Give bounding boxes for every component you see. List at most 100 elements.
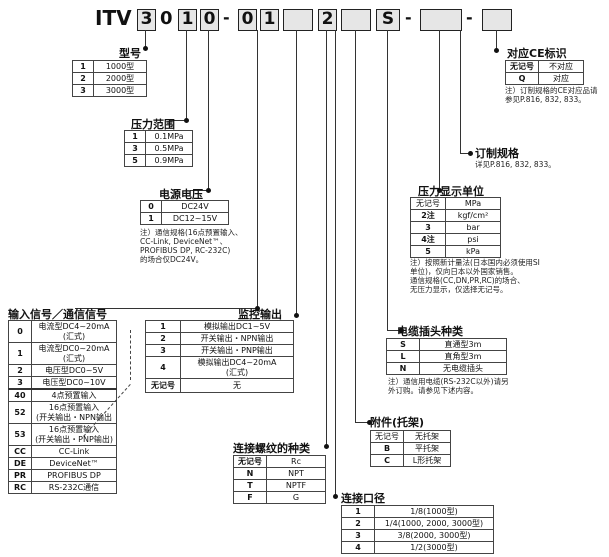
input-signal-code: 3 <box>8 376 32 390</box>
input-signal-value: 16点预置输入 (开关输出・NPN输出 <box>31 401 117 424</box>
thread-type-code: F <box>233 491 267 504</box>
input-signal-value: CC-Link <box>31 445 117 458</box>
type-model-code: 3 <box>72 84 94 97</box>
thread-type-code: N <box>233 467 267 480</box>
pressure-range-code: 1 <box>124 130 146 143</box>
type-model-value: 3000型 <box>93 84 147 97</box>
code-digit-thread: 2 <box>318 9 337 31</box>
pressure-range-value: 0.5MPa <box>145 142 193 155</box>
pressure-display-title: 压力显示单位 <box>418 185 484 198</box>
code-digit-input-2: 1 <box>260 9 279 31</box>
cable-value: 无电缆插头 <box>419 362 507 375</box>
port-size-code: 4 <box>341 541 375 554</box>
monitor-output-code: 3 <box>145 344 181 357</box>
code-blank-ce <box>482 9 512 31</box>
cable-title: 电缆插头种类 <box>397 325 463 338</box>
input-signal-value: 4点预置输入 <box>31 388 117 402</box>
input-signal-value: 16点预置输入 (开关输出・PNP输出) <box>31 423 117 446</box>
port-size-code: 2 <box>341 517 375 530</box>
pressure-range-value: 0.9MPa <box>145 154 193 167</box>
input-signal-code: 40 <box>8 388 32 402</box>
monitor-output-code: 1 <box>145 320 181 333</box>
accessory-value: L形托架 <box>403 454 451 467</box>
code-fixed-0: 0 <box>160 8 173 29</box>
accessory-code: B <box>370 442 404 455</box>
table-row: 无记号无托架 <box>370 430 451 443</box>
monitor-output-code: 无记号 <box>145 378 181 393</box>
type-model-code: 2 <box>72 72 94 85</box>
type-model-title: 型号 <box>119 47 141 60</box>
cable-value: 直角型3m <box>419 350 507 363</box>
input-signal-value: PROFIBUS DP <box>31 469 117 482</box>
thread-type-title: 连接螺纹的种类 <box>233 442 310 455</box>
input-signal-code: 53 <box>8 423 32 446</box>
code-blank-display <box>420 9 462 31</box>
ce-mark-value: 对应 <box>538 72 584 85</box>
monitor-output-value: 开关输出・NPN输出 <box>180 332 294 345</box>
order-spec-note: 详见P.816, 832, 833。 <box>475 160 556 169</box>
port-size-value: 1/4(1000, 2000, 3000型) <box>374 517 494 530</box>
accessory-code: 无记号 <box>370 430 404 443</box>
pressure-display-code: 2注 <box>410 209 446 222</box>
thread-type-value: Rc <box>266 455 326 468</box>
code-digit-cable: S <box>376 9 400 31</box>
pressure-display-code: 4注 <box>410 233 446 246</box>
table-row: 无记号不对应 <box>505 60 584 73</box>
code-digit-voltage: 0 <box>200 9 219 31</box>
pressure-range-code: 3 <box>124 142 146 155</box>
pressure-display-value: kgf/cm² <box>445 209 501 222</box>
power-voltage-code: 1 <box>140 212 162 225</box>
pressure-display-value: bar <box>445 221 501 234</box>
accessory-value: 无托架 <box>403 430 451 443</box>
monitor-output-value: 无 <box>180 378 294 393</box>
input-signal-title: 输入信号／通信信号 <box>8 308 107 321</box>
pressure-range-code: 5 <box>124 154 146 167</box>
code-dash-3: - <box>466 8 473 27</box>
type-model-value: 1000型 <box>93 60 147 73</box>
input-signal-value: 电压型DC0~5V <box>31 364 117 377</box>
monitor-output-value: 模拟输出DC1~5V <box>180 320 294 333</box>
thread-type-value: NPT <box>266 467 326 480</box>
power-voltage-value: DC12~15V <box>161 212 229 225</box>
cable-note: 注）通信用电缆(RS-232C以外)请另 外订购。请参见下述内容。 <box>388 377 509 395</box>
power-voltage-value: DC24V <box>161 200 229 213</box>
code-blank-accessory <box>341 9 371 31</box>
input-signal-code: PR <box>8 469 32 482</box>
pressure-display-code: 3 <box>410 221 446 234</box>
type-model-code: 1 <box>72 60 94 73</box>
monitor-output-code: 2 <box>145 332 181 345</box>
cable-value: 直通型3m <box>419 338 507 351</box>
thread-type-value: G <box>266 491 326 504</box>
pressure-display-note: 注）按照新计量法(日本国内必须使用SI 单位)，仅向日本以外国家销售。 通信规格… <box>410 258 540 294</box>
power-voltage-title: 电源电压 <box>159 188 203 201</box>
monitor-output-code: 4 <box>145 356 181 379</box>
